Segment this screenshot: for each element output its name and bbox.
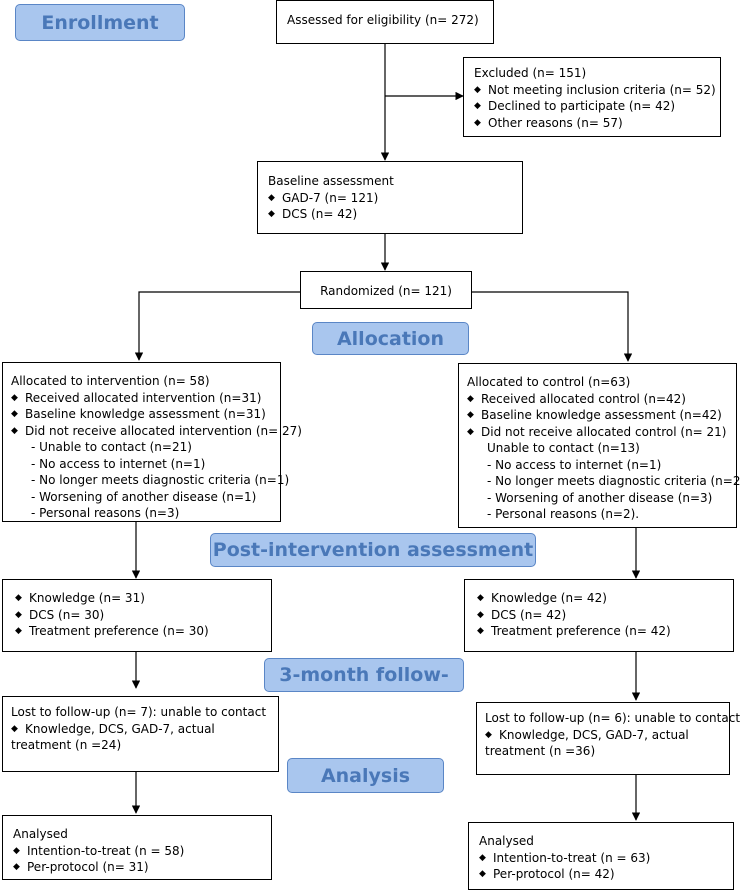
control-post-box: Knowledge (n= 42) DCS (n= 42) Treatment … [464,579,734,652]
intervention-reason: - No access to internet (n=1) [31,456,206,471]
stage-follow-up: 3-month follow- [264,658,464,692]
stage-allocation: Allocation [312,322,469,355]
arrow-randomized-to-intervention [134,291,300,361]
stage-post-intervention: Post-intervention assessment [210,533,536,567]
excluded-item: Other reasons (n= 57) [474,115,710,132]
intervention-post-box: Knowledge (n= 31) DCS (n= 30) Treatment … [2,579,272,652]
randomized-label: Randomized (n= 121) [320,284,452,298]
control-allocated-item: Baseline knowledge assessment (n=42) [467,407,728,424]
control-allocated-item: Received allocated control (n=42) [467,391,728,408]
intervention-analysed-item: Intention-to-treat (n = 58) [13,843,261,860]
control-reason: - Personal reasons (n=2). [487,507,640,521]
assessed-label: Assessed for eligibility (n= 272) [287,13,479,27]
control-post-item: DCS (n= 42) [477,607,721,624]
control-analysed-box: Analysed Intention-to-treat (n = 63) Per… [468,822,734,890]
control-followup-item: Knowledge, DCS, GAD-7, actual [485,727,721,744]
intervention-reason: - Unable to contact (n=21) [31,440,192,454]
control-reason: - No access to internet (n=1) [487,457,662,472]
intervention-reason: - Worsening of another disease (n=1) [31,489,257,504]
control-reason: - No longer meets diagnostic criteria (n… [487,474,741,488]
intervention-allocated-box: Allocated to intervention (n= 58) Receiv… [2,362,302,522]
control-post-item: Treatment preference (n= 42) [477,623,721,640]
control-post-item: Knowledge (n= 42) [477,590,721,607]
intervention-allocated-item: Did not receive allocated intervention (… [11,423,302,440]
stage-enrollment: Enrollment [15,4,185,41]
baseline-item: DCS (n= 42) [268,206,512,223]
intervention-followup-title: Lost to follow-up (n= 7): unable to cont… [11,705,267,719]
intervention-post-item: DCS (n= 30) [15,607,259,624]
intervention-analysed-box: Analysed Intention-to-treat (n = 58) Per… [2,815,272,880]
intervention-analysed-title: Analysed [13,827,68,841]
control-allocated-box: Allocated to control (n=63) Received all… [458,363,741,528]
intervention-allocated-item: Received allocated intervention (n=31) [11,390,272,407]
control-reason: Unable to contact (n=13) [487,441,640,455]
excluded-item: Declined to participate (n= 42) [474,98,710,115]
intervention-followup-box: Lost to follow-up (n= 7): unable to cont… [2,696,279,772]
control-analysed-item: Per-protocol (n= 42) [479,866,723,883]
intervention-allocated-title: Allocated to intervention (n= 58) [11,374,210,388]
control-analysed-title: Analysed [479,834,534,848]
baseline-title: Baseline assessment [268,174,394,188]
excluded-title: Excluded (n= 151) [474,66,587,80]
assessed-box: Assessed for eligibility (n= 272) [276,0,494,44]
control-followup-title: Lost to follow-up (n= 6): unable to cont… [485,711,741,725]
intervention-followup-item-cont: treatment (n =24) [11,738,122,752]
stage-analysis: Analysis [287,758,444,793]
intervention-reason: - Personal reasons (n=3) [31,506,180,520]
intervention-post-item: Treatment preference (n= 30) [15,623,259,640]
intervention-reason: - No longer meets diagnostic criteria (n… [31,473,290,487]
control-reason: - Worsening of another disease (n=3) [487,490,713,505]
control-allocated-title: Allocated to control (n=63) [467,375,631,389]
control-followup-box: Lost to follow-up (n= 6): unable to cont… [476,702,741,775]
control-allocated-item: Did not receive allocated control (n= 21… [467,424,728,441]
intervention-followup-item: Knowledge, DCS, GAD-7, actual [11,721,270,738]
control-analysed-item: Intention-to-treat (n = 63) [479,850,723,867]
randomized-box: Randomized (n= 121) [300,271,472,309]
arrow-randomized-to-control [472,291,633,362]
baseline-item: GAD-7 (n= 121) [268,190,512,207]
intervention-post-item: Knowledge (n= 31) [15,590,259,607]
excluded-item: Not meeting inclusion criteria (n= 52) [474,82,716,99]
intervention-analysed-item: Per-protocol (n= 31) [13,859,261,876]
baseline-box: Baseline assessment GAD-7 (n= 121) DCS (… [257,161,523,234]
control-followup-item-cont: treatment (n =36) [485,744,596,758]
excluded-box: Excluded (n= 151) Not meeting inclusion … [463,57,721,137]
intervention-allocated-item: Baseline knowledge assessment (n=31) [11,406,272,423]
